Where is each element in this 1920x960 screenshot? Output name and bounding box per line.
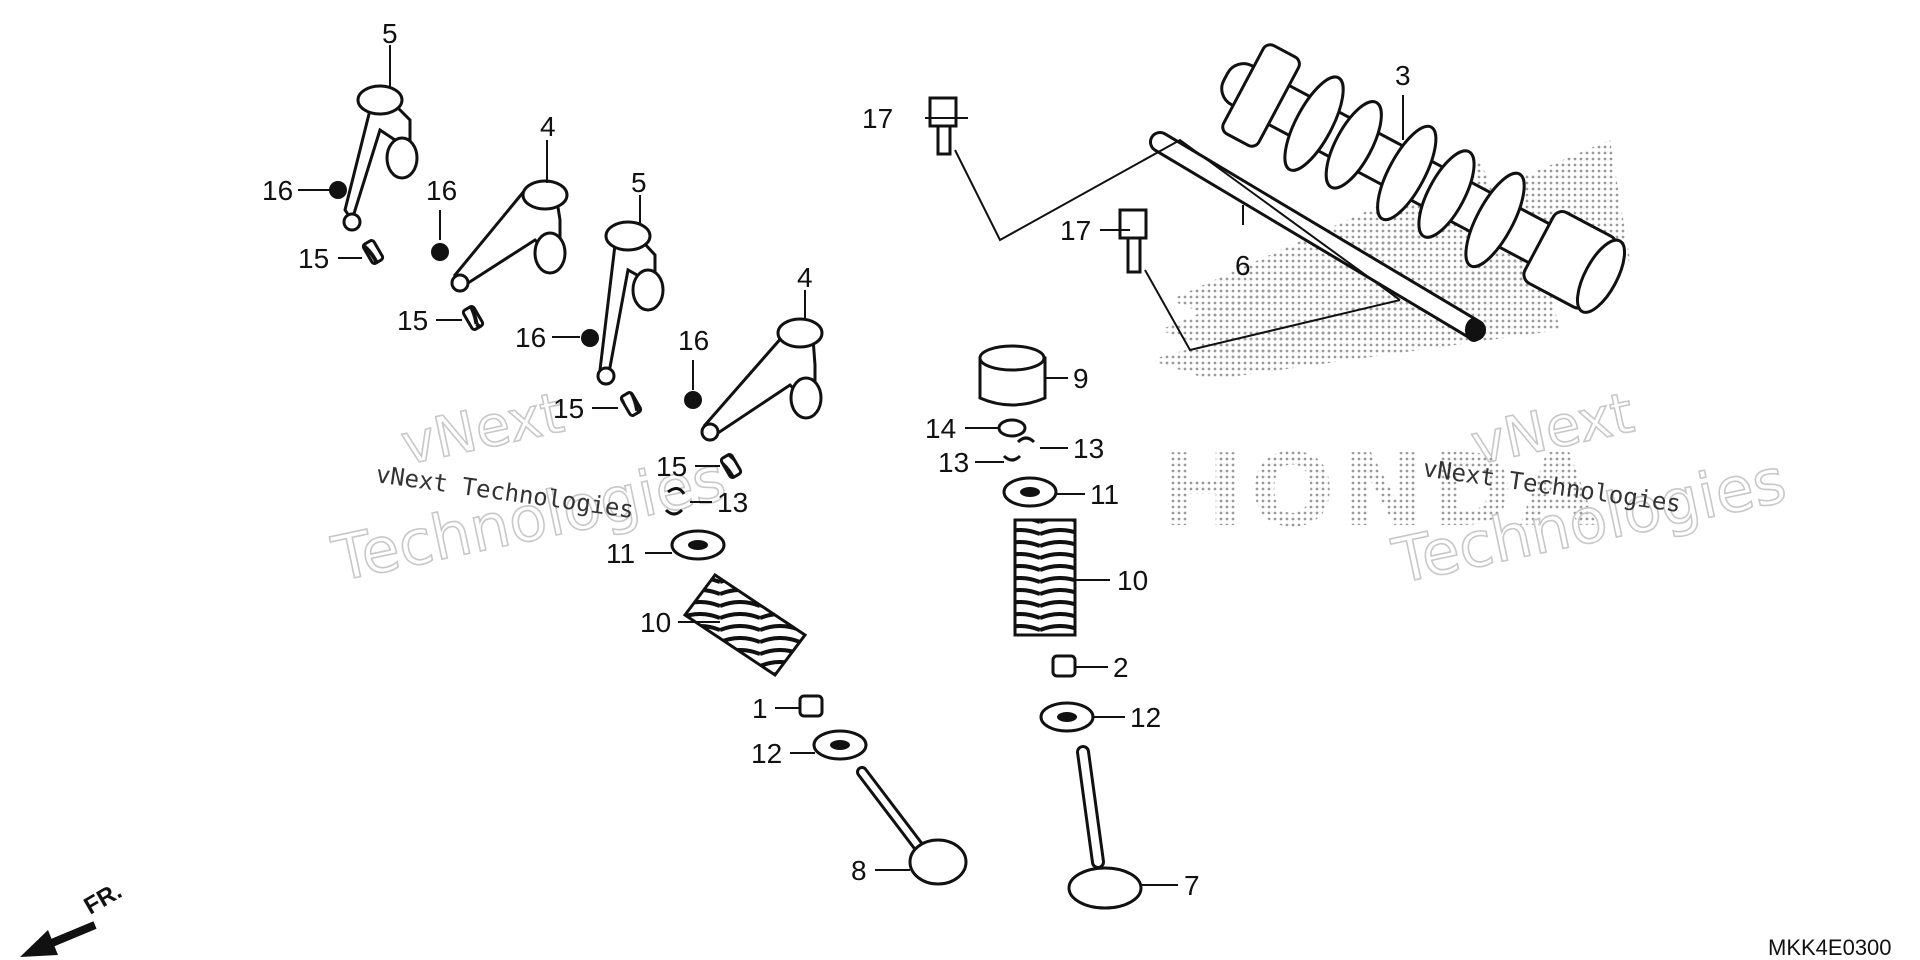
callout-4-right: 4	[797, 262, 813, 293]
cotter-13-left	[664, 487, 686, 516]
callout-labels: 5 4 5 4 3 6 17 17 16 16 16 16 15 15 15 1…	[262, 18, 1411, 901]
retainer-11-right	[1002, 476, 1058, 508]
diagram-code: MKK4E0300	[1768, 935, 1892, 960]
callout-13-right-upper: 13	[1073, 433, 1104, 464]
callout-16-c: 16	[515, 322, 546, 353]
callout-15-c: 15	[553, 393, 584, 424]
exhaust-valve-8	[856, 766, 968, 886]
callout-11-left: 11	[606, 538, 635, 569]
callout-5-right: 5	[631, 167, 647, 198]
callout-12-left: 12	[751, 738, 782, 769]
valve-spring-10-left	[682, 572, 808, 678]
callout-15-d: 15	[656, 451, 687, 482]
stem-seal-1	[798, 694, 824, 718]
camshaft	[1220, 43, 1627, 314]
tappet-9	[978, 344, 1047, 407]
callout-12-right: 12	[1130, 702, 1161, 733]
nut-16	[329, 181, 702, 409]
callout-13-right-lower: 13	[938, 447, 969, 478]
callout-16-d: 16	[678, 325, 709, 356]
callout-3: 3	[1395, 60, 1411, 91]
cotter-13-right	[1002, 436, 1036, 462]
callout-6: 6	[1235, 250, 1251, 281]
rocker-arm-4-left	[450, 179, 569, 293]
callout-2: 2	[1113, 652, 1129, 683]
shim-14	[997, 418, 1027, 438]
stem-seal-2	[1051, 654, 1077, 678]
callout-14: 14	[925, 413, 956, 444]
callout-11-right: 11	[1090, 479, 1119, 510]
svg-text:vNext: vNext	[396, 381, 570, 479]
adjusting-screw-15	[361, 239, 743, 479]
callout-10-left: 10	[640, 607, 671, 638]
callout-7: 7	[1184, 870, 1200, 901]
callout-15-b: 15	[397, 305, 428, 336]
rocker-arm-4-right	[700, 317, 824, 442]
fr-label: FR.	[80, 877, 127, 920]
leader-lines	[298, 45, 1404, 886]
callout-5-left: 5	[382, 18, 398, 49]
intake-valve-7	[1067, 745, 1143, 910]
bolt-lower	[1118, 208, 1148, 274]
honda-brand-watermark: HONDA	[1160, 432, 1603, 549]
callout-1: 1	[752, 693, 768, 724]
callout-9: 9	[1073, 363, 1089, 394]
valve-spring-10-right	[1013, 518, 1077, 637]
callout-17-lower: 17	[1060, 215, 1091, 246]
callout-16-a: 16	[262, 175, 293, 206]
callout-15-a: 15	[298, 243, 329, 274]
spring-seat-12-left	[812, 729, 868, 761]
rocker-shaft	[1149, 131, 1486, 342]
callout-10-right: 10	[1117, 565, 1148, 596]
callout-8: 8	[851, 855, 867, 886]
callout-16-b: 16	[426, 175, 457, 206]
fr-arrow-icon: FR.	[20, 877, 126, 957]
callout-17-upper: 17	[862, 103, 893, 134]
bolt-upper	[928, 96, 958, 156]
rocker-arm-5-right	[596, 220, 665, 386]
spring-seat-12-right	[1039, 701, 1095, 733]
rocker-arm-5-left	[342, 84, 419, 232]
callout-4-left: 4	[540, 111, 556, 142]
callout-13-left: 13	[717, 487, 748, 518]
retainer-11-left	[670, 529, 726, 561]
